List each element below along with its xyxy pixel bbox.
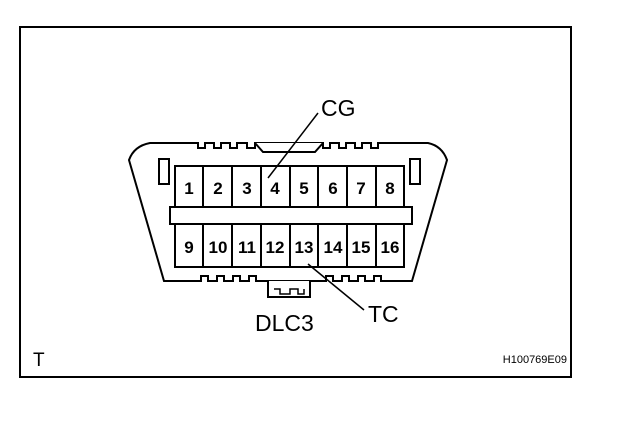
- top-key-notch: [254, 142, 324, 153]
- top-row-pin-labels: 1 2 3 4 5 6 7 8: [184, 179, 394, 198]
- connector-name-label: DLC3: [255, 310, 314, 336]
- pin-label-10: 10: [209, 238, 228, 257]
- corner-label: T: [33, 350, 45, 371]
- pin-label-3: 3: [242, 179, 251, 198]
- latch-tab-detail: [274, 288, 305, 295]
- center-divider-bar: [169, 206, 413, 225]
- pin-label-2: 2: [213, 179, 222, 198]
- pin-label-9: 9: [184, 238, 193, 257]
- pin-label-15: 15: [352, 238, 371, 257]
- pin-label-16: 16: [381, 238, 400, 257]
- pin-label-5: 5: [299, 179, 308, 198]
- pin-label-12: 12: [266, 238, 285, 257]
- bottom-pin-separators: [202, 224, 377, 267]
- tc-leader-line: [307, 263, 365, 311]
- bottom-row-pin-labels: 9 10 11 12 13 14 15 16: [184, 238, 399, 257]
- top-pin-separators: [202, 166, 377, 207]
- tc-callout-label: TC: [368, 301, 399, 327]
- cg-leader-line: [267, 112, 319, 179]
- pin-label-11: 11: [238, 238, 256, 257]
- pin-label-13: 13: [295, 238, 314, 257]
- pin-label-7: 7: [356, 179, 365, 198]
- latch-tab: [267, 281, 311, 298]
- right-side-slot: [409, 158, 421, 185]
- cg-callout-label: CG: [321, 95, 356, 121]
- figure-code: H100769E09: [503, 354, 567, 366]
- pin-label-1: 1: [184, 179, 193, 198]
- pin-label-8: 8: [385, 179, 394, 198]
- pin-label-14: 14: [324, 238, 343, 257]
- left-side-slot: [158, 158, 170, 185]
- pin-label-4: 4: [270, 179, 280, 198]
- pin-label-6: 6: [328, 179, 337, 198]
